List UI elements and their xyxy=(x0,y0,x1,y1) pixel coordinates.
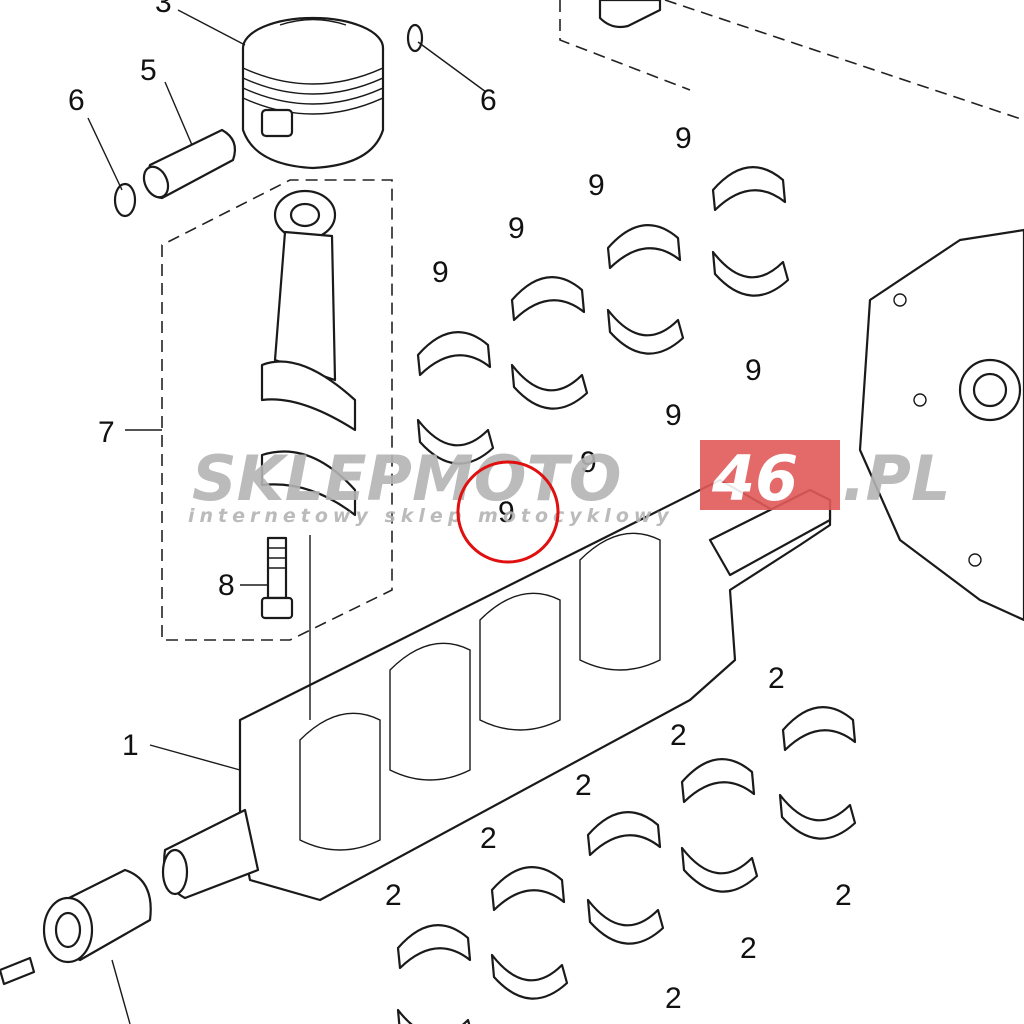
bearing-shell-2 xyxy=(781,706,857,752)
bearing-shell-2 xyxy=(586,811,662,857)
callout-2: 2 xyxy=(385,879,402,912)
crankshaft xyxy=(161,478,832,902)
circlip-right xyxy=(406,23,424,53)
bearing-shell-2 xyxy=(396,1008,471,1024)
callout-2: 2 xyxy=(835,879,852,912)
watermark-text-3: .PL xyxy=(842,442,951,515)
callout-2: 2 xyxy=(740,932,757,965)
callout-2: 2 xyxy=(575,769,592,802)
callout-3: 3 xyxy=(155,0,172,19)
watermark: SKLEPMOTO 46 .PL internetowy sklep motoc… xyxy=(188,440,951,527)
bearing-shell-2 xyxy=(778,793,857,840)
callout-9: 9 xyxy=(588,169,605,202)
watermark-text-2: 46 xyxy=(711,442,798,515)
callout-9: 9 xyxy=(675,122,692,155)
piston-pin xyxy=(142,128,237,200)
piston xyxy=(241,16,385,170)
bearing-shell-9 xyxy=(711,250,790,297)
bearing-shell-2 xyxy=(490,953,569,1000)
top-part-group xyxy=(559,0,1024,121)
watermark-text-1: SKLEPMOTO xyxy=(192,442,621,515)
watermark-red-box xyxy=(700,440,840,510)
watermark-tagline: internetowy sklep motocyklowy xyxy=(188,505,674,527)
bearing-shell-9 xyxy=(510,363,589,410)
needle-bearing xyxy=(0,868,152,986)
callout-9: 9 xyxy=(508,212,525,245)
bearing-shell-9 xyxy=(510,276,586,322)
callout-2: 2 xyxy=(768,662,785,695)
callout-2: 2 xyxy=(480,822,497,855)
bearing-shell-9 xyxy=(606,308,685,355)
callout-2: 2 xyxy=(670,719,687,752)
bearing-shells-9 xyxy=(416,166,790,465)
bearing-shell-9 xyxy=(711,166,787,212)
callouts-9: 9 9 9 9 9 9 9 9 xyxy=(432,122,762,529)
circlip-left xyxy=(113,182,137,218)
callout-1: 1 xyxy=(122,729,139,762)
callout-5: 5 xyxy=(140,54,157,87)
callout-9-highlighted: 9 xyxy=(498,496,515,529)
callouts-2: 2 2 2 2 2 2 2 2 xyxy=(385,662,852,1015)
bearing-shell-2 xyxy=(396,924,472,970)
callout-9: 9 xyxy=(580,446,597,479)
bearing-shell-2 xyxy=(586,898,665,945)
bearing-shell-9 xyxy=(606,224,682,270)
crankcase-cover xyxy=(858,228,1024,622)
callout-8: 8 xyxy=(218,569,235,602)
bearing-shell-9 xyxy=(416,418,495,465)
conrod-assembly xyxy=(161,179,393,641)
callout-6-left: 6 xyxy=(68,84,85,117)
callout-9: 9 xyxy=(432,256,449,289)
leader-lines xyxy=(87,9,487,1024)
bearing-shells-2 xyxy=(396,706,857,1024)
bearing-shell-2 xyxy=(680,846,759,893)
callout-9: 9 xyxy=(665,399,682,432)
bearing-shell-2 xyxy=(680,758,756,804)
highlight-circle xyxy=(456,460,560,564)
callout-6-right: 6 xyxy=(480,84,497,117)
callout-7: 7 xyxy=(98,416,115,449)
callout-2: 2 xyxy=(665,982,682,1015)
bearing-shell-2 xyxy=(490,866,566,912)
bearing-shell-9 xyxy=(416,331,492,377)
callout-9: 9 xyxy=(745,354,762,387)
